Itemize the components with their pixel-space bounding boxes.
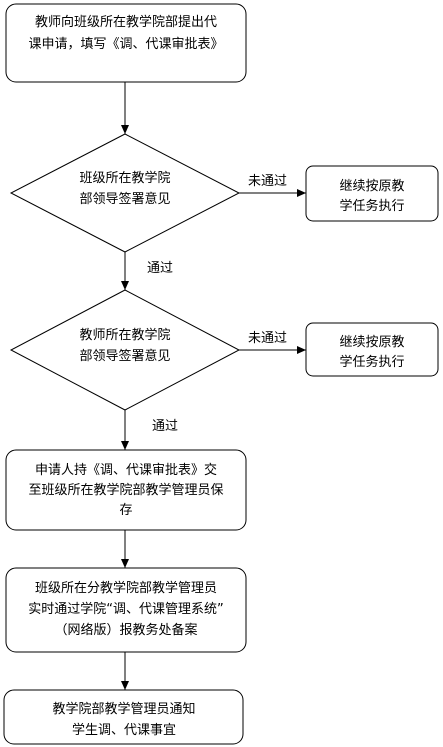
notify-line1: 教学院部教学管理员通知 [52,701,195,717]
submit-request-box: 教师向班级所在教学院部提出代 课申请，填写《调、代课审批表》 [5,3,247,83]
continue-original-1-line1: 继续按原教 [339,178,404,194]
decision1-line1: 班级所在教学院 [79,170,170,186]
handover-line3: 存 [119,503,132,518]
continue-original-box-1: 继续按原教 学任务执行 [305,165,439,222]
decision2-line1: 教师所在教学院 [79,327,170,343]
continue-original-2-line1: 继续按原教 [339,334,404,350]
system-record-box: 班级所在分教学院部教学管理员 实时通过学院“调、代课管理系统” （网络版）报教务… [5,567,247,653]
decision1-diamond: 班级所在教学院 部领导签署意见 [9,133,241,253]
not-passed-label-1: 未通过 [248,174,287,189]
handover-form-box: 申请人持《调、代课审批表》交 至班级所在教学院部教学管理员保 存 [5,449,247,531]
handover-line1: 申请人持《调、代课审批表》交 [35,462,217,478]
submit-request-line2: 课申请，填写《调、代课审批表》 [28,37,223,52]
decision2-line2: 部领导签署意见 [79,348,170,364]
submit-request-line1: 教师向班级所在教学院部提出代 [35,14,217,30]
not-passed-label-2: 未通过 [248,331,287,346]
handover-line2: 至班级所在教学院部教学管理员保 [28,482,223,498]
decision1-line2: 部领导签署意见 [79,191,170,207]
passed-label-2: 通过 [152,419,178,434]
continue-original-1-line2: 学任务执行 [339,198,404,214]
notify-line2: 学生调、代课事宜 [72,722,176,738]
record-line3: （网络版）报教务处备案 [54,622,197,638]
notify-students-box: 教学院部教学管理员通知 学生调、代课事宜 [3,689,244,745]
decision2-diamond: 教师所在教学院 部领导签署意见 [9,289,241,411]
record-line1: 班级所在分教学院部教学管理员 [35,580,217,596]
continue-original-2-line2: 学任务执行 [339,354,404,370]
passed-label-1: 通过 [147,261,173,276]
continue-original-box-2: 继续按原教 学任务执行 [305,322,439,377]
record-line2: 实时通过学院“调、代课管理系统” [28,601,223,617]
